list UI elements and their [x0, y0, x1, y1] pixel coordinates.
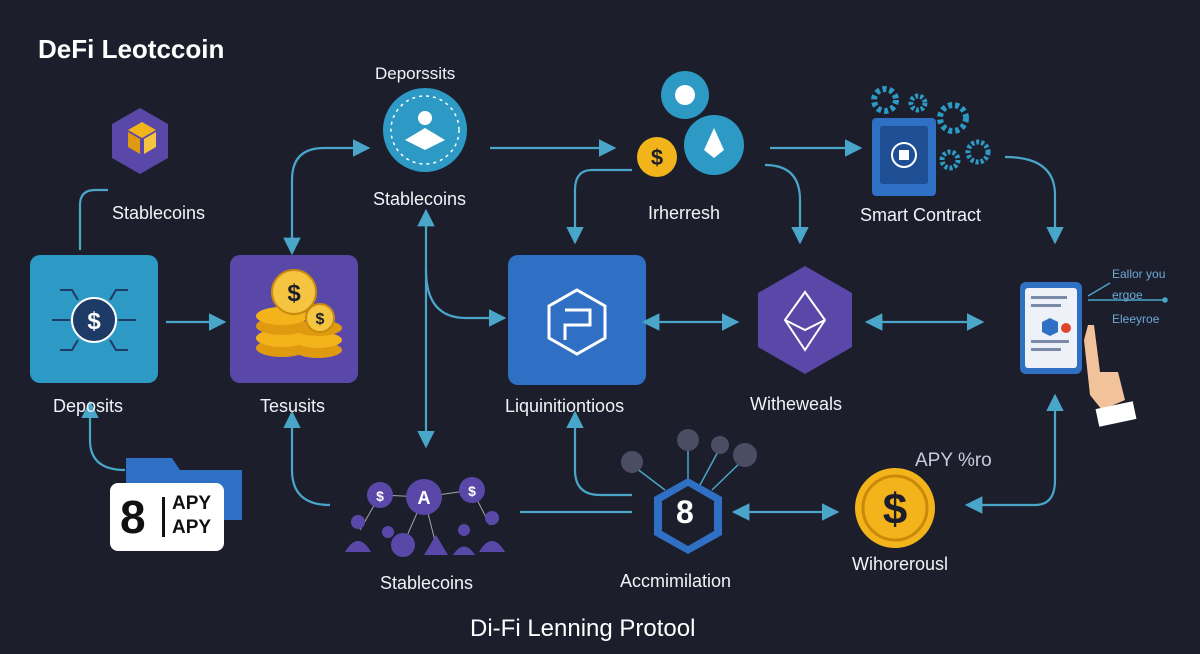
label-smart-contract: Smart Contract	[860, 205, 982, 225]
apy-card-divider	[162, 497, 165, 537]
label-wihorerousl: Wihorerousl	[852, 554, 949, 574]
label-apy-percent: APY %ro	[915, 450, 992, 471]
deposit-hand-icon	[383, 88, 467, 172]
label-interest: Irherresh	[648, 203, 721, 223]
phone-hand-icon	[1020, 282, 1137, 427]
label-deposits: Deposits	[53, 396, 124, 416]
phone-text-line3: Eleeyroe	[1112, 312, 1160, 326]
label-stablecoins-top: Stablecoins	[112, 203, 206, 223]
coin-stack-icon: $ $	[256, 269, 342, 358]
svg-text:$: $	[316, 311, 325, 328]
label-tesusits: Tesusits	[260, 396, 326, 416]
label-accumulation: Accmimilation	[620, 571, 732, 591]
apy-coin-icon: $	[855, 468, 935, 548]
stablecoin-network-icon: $ A $	[345, 477, 505, 557]
diagram-title: DeFi Leotccoin	[38, 34, 225, 64]
label-stablecoins-bottom: Stablecoins	[380, 573, 474, 593]
connector-arrows	[78, 139, 1064, 521]
diagram-footer: Di-Fi Lenning Protool	[470, 615, 696, 642]
label-deposits-top: Deporssits	[375, 64, 456, 83]
interest-coins-icon: $	[637, 71, 744, 177]
phone-text-line1: Eallor you	[1112, 267, 1166, 281]
svg-text:$: $	[87, 308, 101, 335]
label-withdrawals: Witheweals	[750, 394, 843, 414]
smart-contract-gears-icon	[871, 86, 991, 196]
stablecoin-box-icon	[112, 108, 168, 174]
svg-text:$: $	[651, 145, 663, 170]
liquidations-tile[interactable]	[508, 255, 646, 385]
phone-text-line2: ergoe	[1112, 288, 1143, 302]
apy-card-line2: APY	[172, 517, 212, 538]
apy-card: 8 APY APY	[110, 483, 224, 551]
label-liquidations: Liquinitiontioos	[505, 396, 625, 416]
svg-text:A: A	[418, 488, 431, 508]
label-stablecoins-mid: Stablecoins	[373, 189, 467, 209]
accumulation-hex-digit: 8	[676, 494, 694, 530]
svg-text:$: $	[468, 483, 476, 499]
apy-card-digit: 8	[120, 491, 146, 543]
svg-text:$: $	[376, 488, 384, 504]
phone-annotation-lines	[1087, 282, 1168, 303]
liquidation-hexagon-icon	[547, 288, 607, 356]
apy-card-line1: APY	[172, 493, 212, 514]
deposit-coin-circuit-icon: $	[52, 289, 136, 351]
ethereum-hexagon-icon	[758, 266, 852, 374]
svg-text:$: $	[883, 485, 907, 534]
svg-text:$: $	[287, 280, 301, 307]
accumulation-hub-icon	[621, 429, 757, 554]
